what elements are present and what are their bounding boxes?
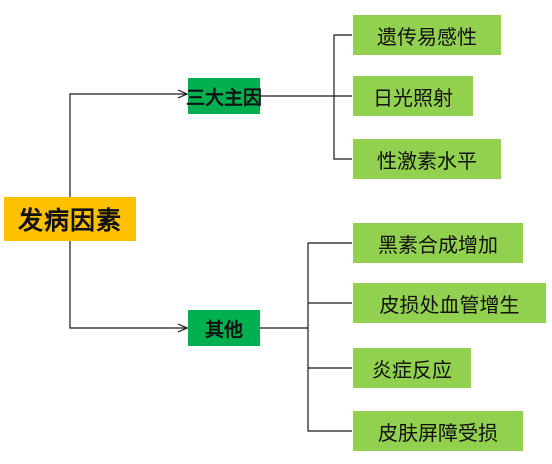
leaf-node: 性激素水平 [353, 139, 501, 179]
leaf-node: 遗传易感性 [353, 15, 501, 55]
branch-node-other: 其他 [188, 310, 260, 346]
branch-connector [307, 242, 352, 432]
leaf-node: 黑素合成增加 [353, 223, 523, 263]
root-connector [69, 241, 187, 328]
branch-connector [333, 34, 352, 160]
branch-node-main-causes: 三大主因 [186, 78, 262, 114]
leaf-node: 炎症反应 [353, 348, 471, 388]
leaf-node: 日光照射 [353, 76, 473, 116]
root-node: 发病因素 [4, 197, 136, 241]
leaf-node: 皮损处血管增生 [353, 283, 546, 323]
leaf-node: 皮肤屏障受损 [353, 411, 523, 451]
root-connector [69, 94, 187, 197]
